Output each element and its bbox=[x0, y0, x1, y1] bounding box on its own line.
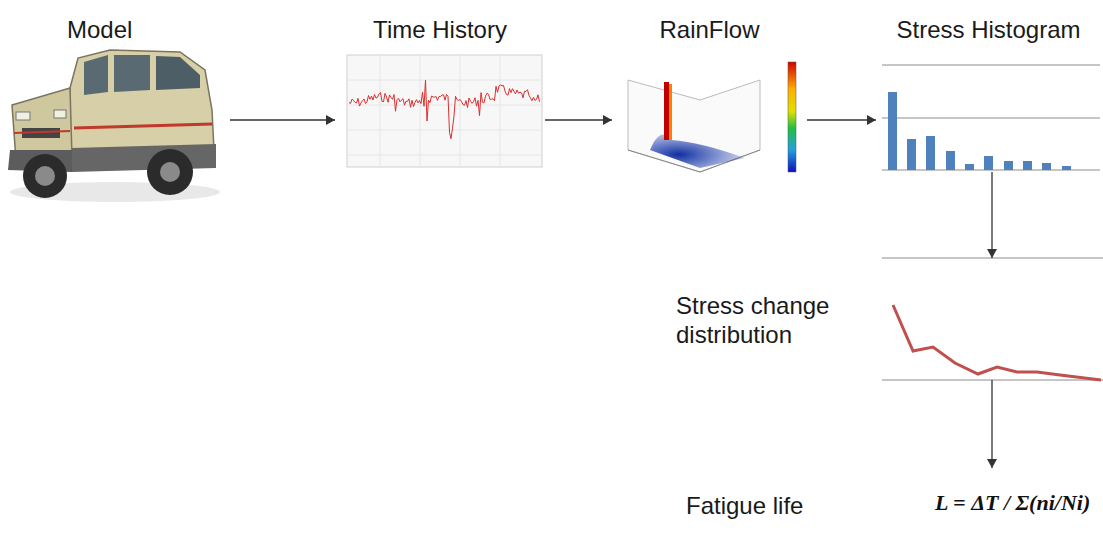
stage-title: Time History bbox=[335, 16, 545, 45]
process-stage: Stress change distribution bbox=[676, 258, 1103, 380]
time-history-plot bbox=[347, 55, 542, 167]
process-stage: Stress Histogram bbox=[876, 8, 1101, 172]
truck-illustration bbox=[8, 50, 220, 202]
flow-arrow bbox=[807, 115, 876, 125]
stage-title: Model bbox=[67, 16, 230, 45]
arrow-line bbox=[807, 119, 876, 120]
stage-title: Stress Histogram bbox=[876, 16, 1101, 45]
arrow-head bbox=[603, 115, 612, 125]
stage-title: RainFlow bbox=[612, 16, 807, 45]
arrow-line bbox=[545, 119, 612, 120]
rainflow-plot bbox=[628, 62, 796, 172]
stress-histogram bbox=[882, 65, 1100, 170]
arrow-head bbox=[326, 115, 335, 125]
arrow-line bbox=[991, 172, 992, 258]
arrow-head bbox=[987, 249, 997, 258]
flow-arrow bbox=[230, 115, 335, 125]
arrow-line bbox=[230, 119, 335, 120]
process-stage: Time History bbox=[335, 8, 545, 208]
process-stage: RainFlow bbox=[612, 8, 807, 208]
model-node: Model bbox=[5, 8, 230, 230]
arrow-head bbox=[867, 115, 876, 125]
formula: L = ΔT / Σ(ni/Ni) bbox=[935, 490, 1090, 516]
stage-title: Fatigue life bbox=[686, 492, 886, 521]
flow-arrow bbox=[987, 172, 997, 258]
arrow-line bbox=[991, 380, 992, 468]
flow-arrow bbox=[987, 380, 997, 468]
distribution-chart bbox=[882, 258, 1103, 380]
flow-arrow bbox=[545, 115, 612, 125]
stage-title: Stress change distribution bbox=[676, 292, 876, 350]
arrow-head bbox=[987, 459, 997, 468]
